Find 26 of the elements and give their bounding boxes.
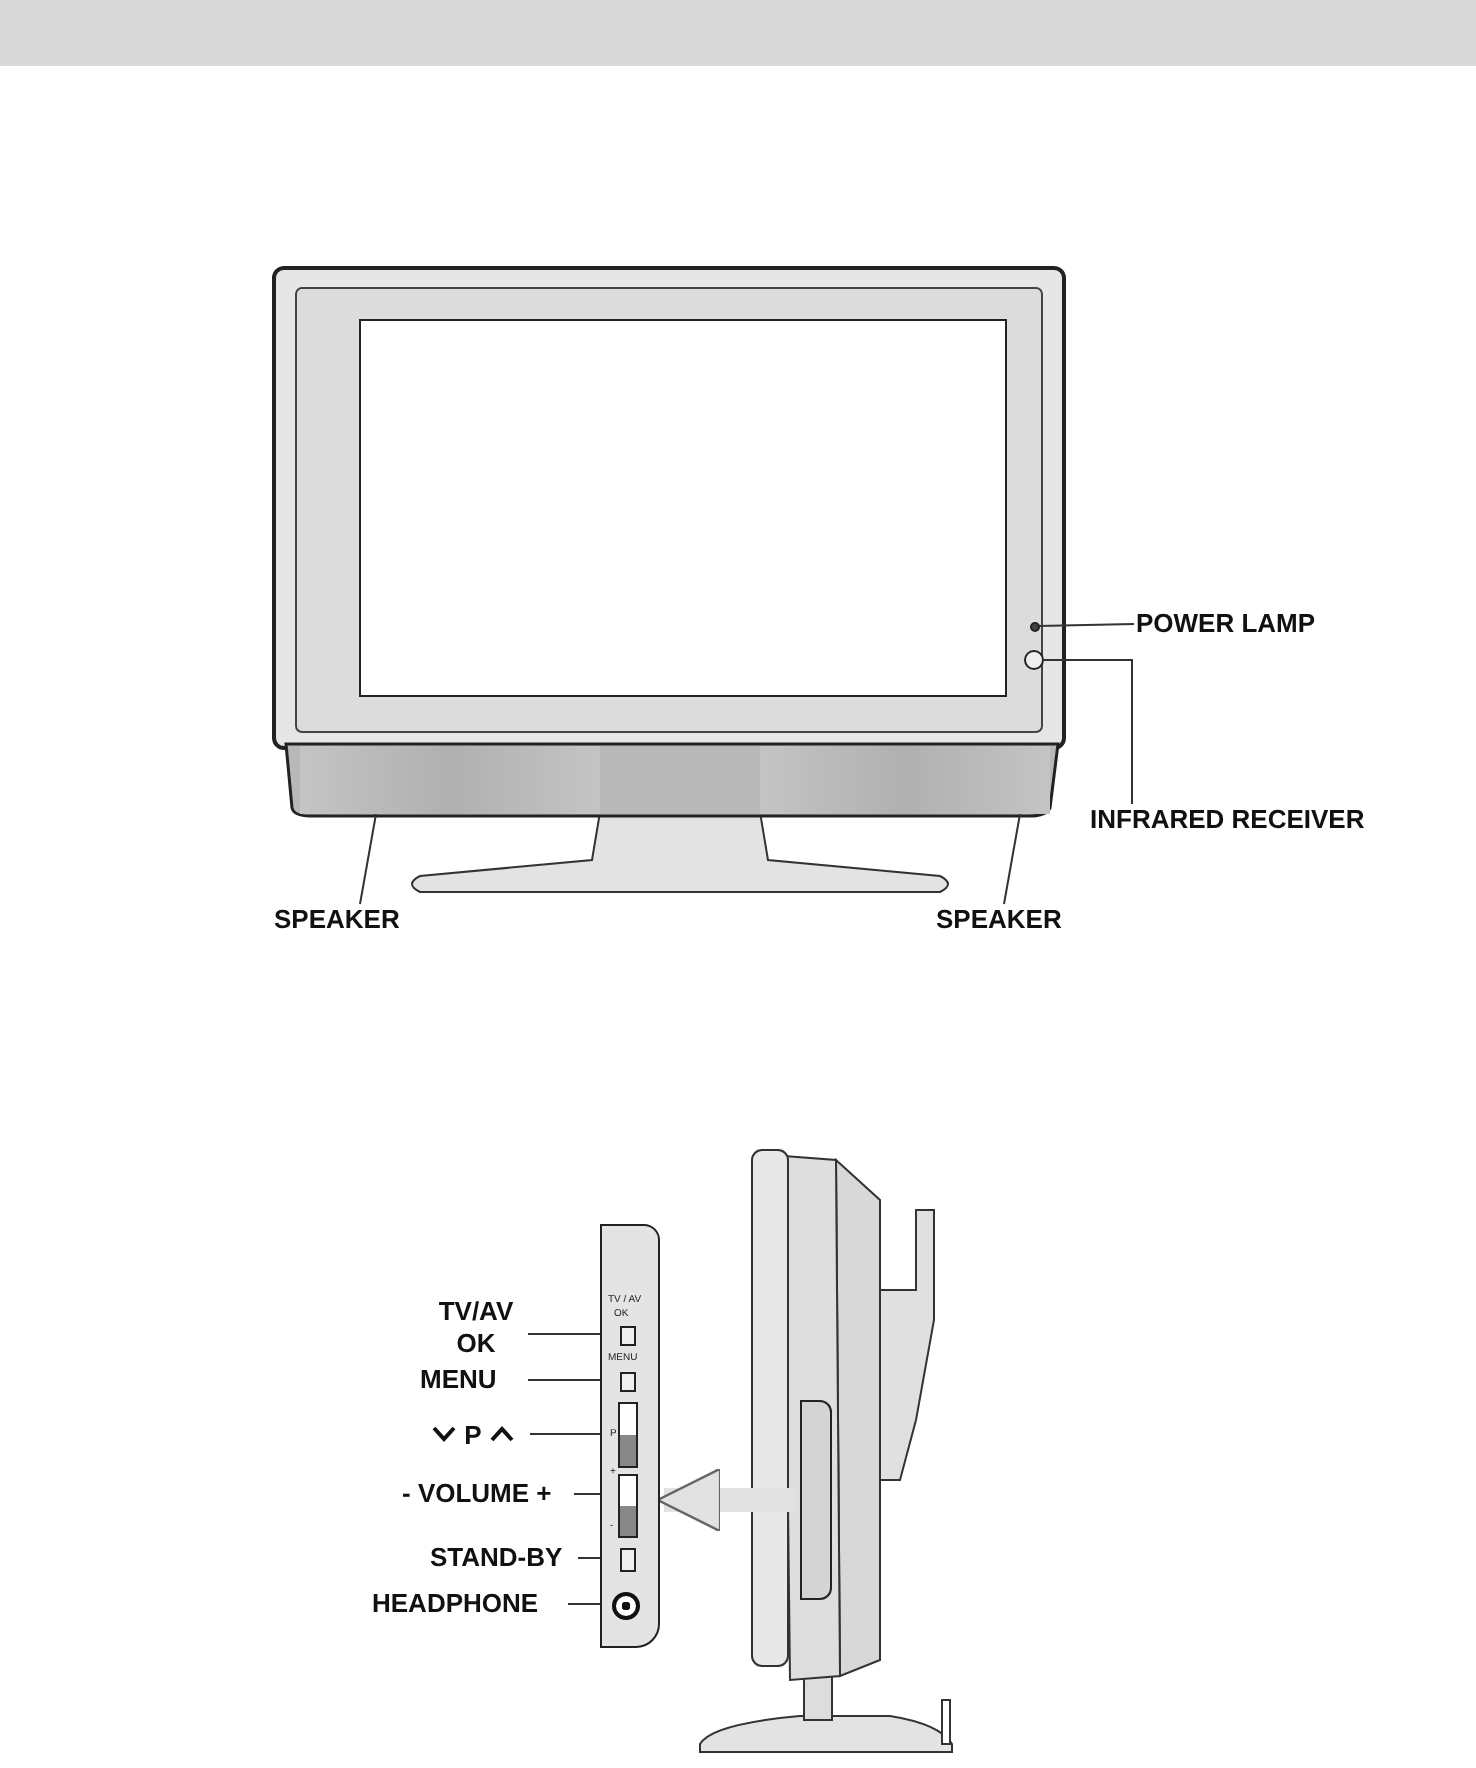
speaker-grille: [760, 746, 1050, 814]
menu-button: [620, 1372, 636, 1392]
tv-av-button: [620, 1326, 636, 1346]
control-label: HEADPHONE: [372, 1588, 568, 1620]
control-panel: [600, 1224, 660, 1648]
leader-line: [1043, 659, 1133, 805]
part-label: POWER LAMP: [1136, 608, 1356, 640]
control-label: STAND-BY: [430, 1542, 578, 1574]
control-label: P: [464, 1419, 482, 1449]
side-control-panel: [800, 1400, 832, 1600]
leader-line: [1003, 813, 1021, 905]
standby-button: [620, 1548, 636, 1572]
control-label: MENU: [420, 1364, 528, 1396]
control-label: TV/AV OK: [424, 1296, 528, 1360]
volume-rocker-button: [618, 1474, 638, 1538]
speaker-grille: [300, 746, 600, 814]
control-label: - VOLUME +: [402, 1478, 574, 1510]
part-label: SPEAKER: [936, 904, 1092, 936]
headphone-jack: [612, 1592, 640, 1620]
leader-line: [359, 813, 377, 905]
part-label: INFRARED RECEIVER: [1090, 804, 1450, 836]
leader-line: [1037, 623, 1135, 627]
part-label: SPEAKER: [274, 904, 430, 936]
power-lamp: [1030, 622, 1040, 632]
channel-rocker-button: [618, 1402, 638, 1468]
block-arrow: [656, 1467, 796, 1533]
